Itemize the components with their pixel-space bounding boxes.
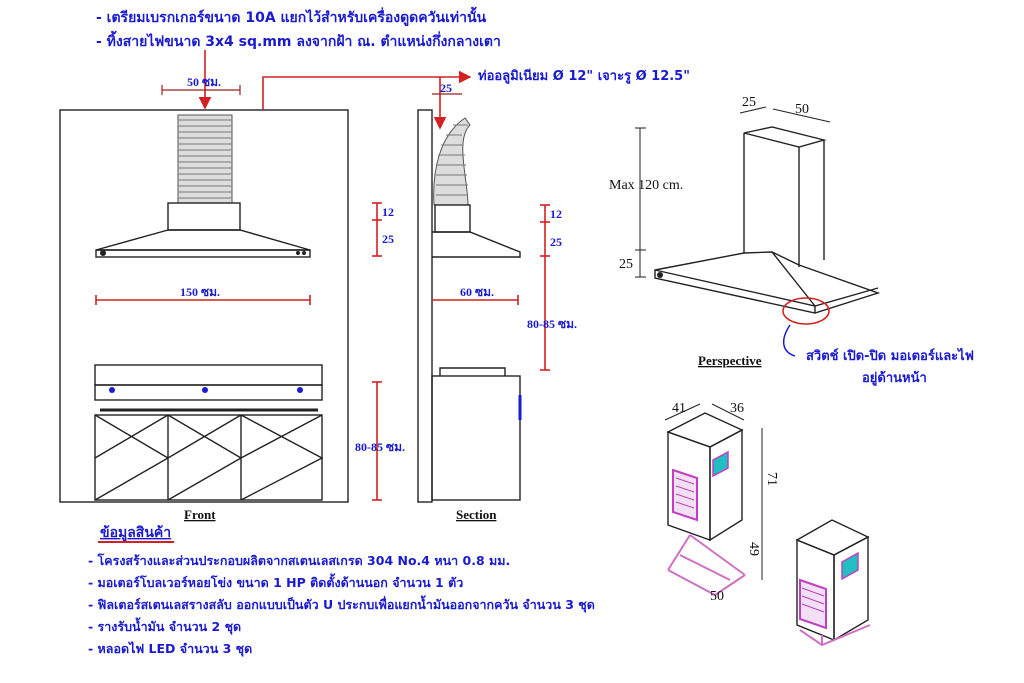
dim-duct-width: 50 ซม. — [187, 75, 221, 89]
dim-width-perspective: 50 — [795, 102, 809, 117]
dim-depth-perspective: 25 — [742, 95, 756, 110]
duct-note: ท่ออลูมิเนียม Ø 12" เจาะรู Ø 12.5" — [478, 68, 690, 84]
dim-collar: 12 — [382, 205, 394, 219]
front-label: Front — [184, 507, 216, 522]
flex-duct — [177, 114, 233, 204]
switch-note-line1: สวิตช์ เปิด-ปิด มอเตอร์และไฟ — [806, 347, 974, 364]
dim-bracket: 49 — [746, 542, 761, 556]
motor-box-large: 41 36 71 49 50 — [664, 401, 779, 604]
motor-box-small — [795, 519, 871, 647]
note-wiring: - ทิ้งสายไฟขนาด 3x4 sq.mm ลงจากฝ้า ณ. ตำ… — [96, 30, 501, 50]
product-info-title: ข้อมูลสินค้า — [100, 525, 171, 541]
dim-depth: 60 ซม. — [460, 285, 494, 299]
dim-motor-height: 71 — [764, 472, 779, 486]
product-item: - รางรับน้ำมัน จำนวน 2 ชุด — [88, 617, 241, 635]
section-view: 25 60 ซม. 12 25 80-85 ซม. Section — [417, 81, 577, 522]
product-info: ข้อมูลสินค้า - โครงสร้างและส่วนประกอบผลิ… — [88, 525, 595, 657]
section-label: Section — [456, 507, 497, 522]
product-item: - หลอดไฟ LED จำนวน 3 ชุด — [88, 641, 252, 657]
dim-motor-a: 41 — [672, 401, 686, 416]
product-item: - มอเตอร์โบลเวอร์หอยโข่ง ขนาด 1 HP ติดตั… — [88, 573, 463, 590]
switch-note-line2: อยู่ด้านหน้า — [862, 370, 927, 386]
dim-hood-perspective: 25 — [619, 257, 633, 272]
perspective-label: Perspective — [698, 353, 762, 368]
dim-hood-width: 150 ซม. — [180, 285, 220, 299]
dim-bracket-depth: 50 — [710, 589, 724, 604]
dim-counter: 80-85 ซม. — [355, 440, 405, 454]
dim-collar-section: 12 — [550, 207, 562, 221]
perspective-view: Max 120 cm. 25 25 50 Perspective สวิตช์ … — [609, 95, 974, 386]
front-view: 50 ซม. 150 ซม. 12 25 80-85 ซม. Front — [59, 50, 405, 522]
dim-clearance: 80-85 ซม. — [527, 317, 577, 331]
dim-hood-height-section: 25 — [550, 235, 562, 249]
dim-motor-b: 36 — [730, 401, 744, 416]
dim-hood-height: 25 — [382, 232, 394, 246]
dim-duct-offset: 25 — [440, 81, 452, 95]
note-breaker: - เตรียมเบรกเกอร์ขนาด 10A แยกไว้สำหรับเค… — [96, 6, 487, 26]
flex-duct-section — [433, 117, 471, 206]
dim-max-height: Max 120 cm. — [609, 178, 683, 193]
product-item: - ฟิลเตอร์สเตนเลสรางสลับ ออกแบบเป็นตัว U… — [88, 595, 595, 613]
product-item: - โครงสร้างและส่วนประกอบผลิตจากสเตนเลสเก… — [88, 553, 510, 568]
